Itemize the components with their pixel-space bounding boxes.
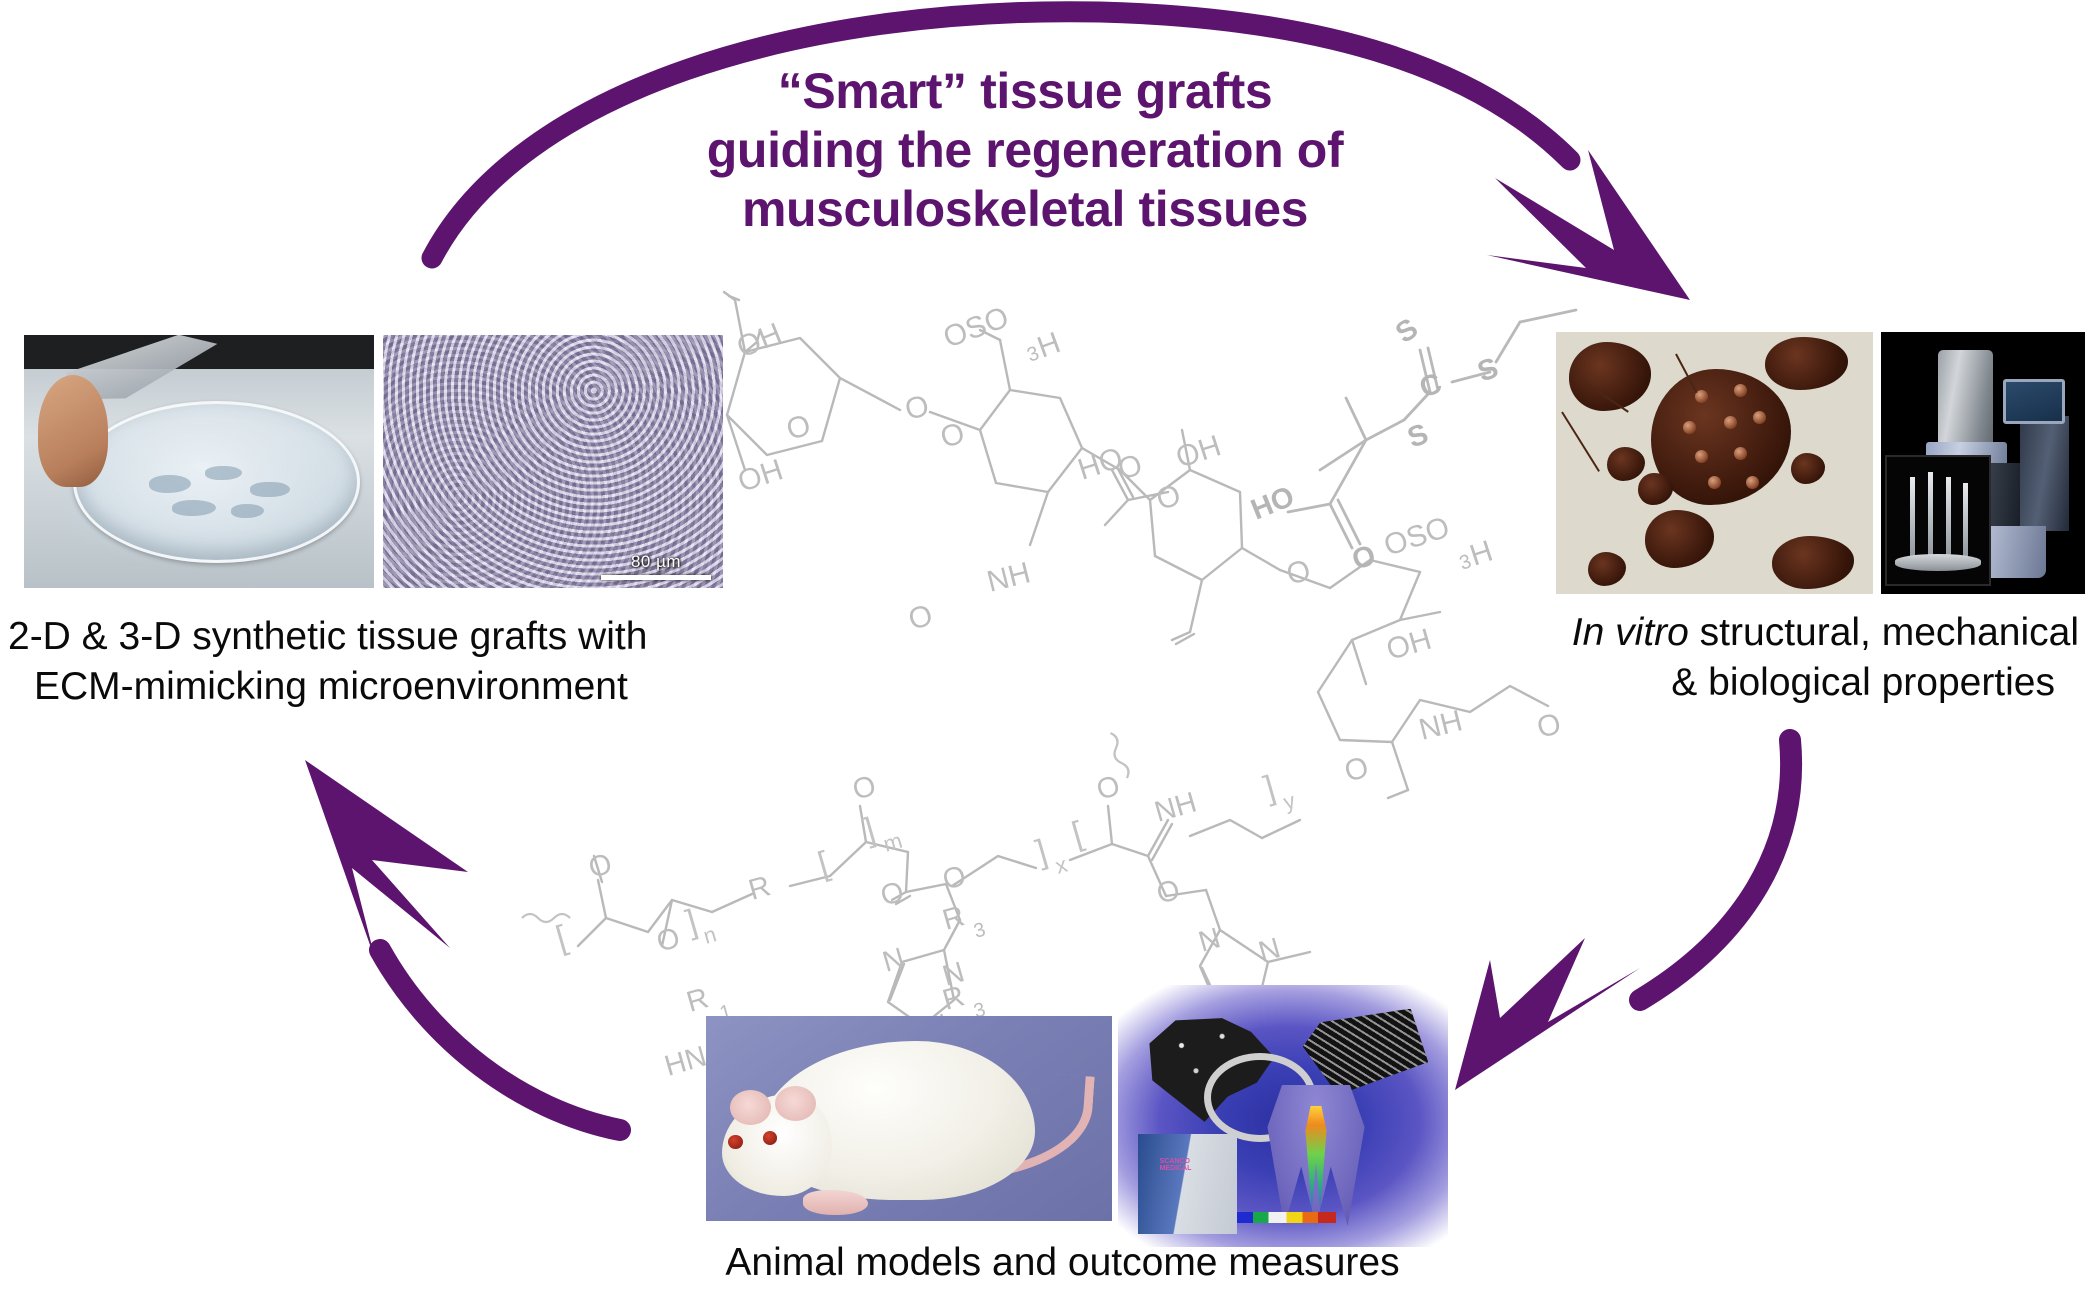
top-arc-arrow xyxy=(421,1,1690,300)
caption-invitro-line-1: In vitro structural, mechanical xyxy=(1319,608,2079,658)
caption-in-vitro: In vitro structural, mechanical & biolog… xyxy=(1319,608,2079,708)
right-arc-arrow xyxy=(1455,729,1803,1090)
rat-eye xyxy=(728,1134,743,1149)
cell-nucleus xyxy=(1695,449,1709,463)
page-title: “Smart” tissue grafts guiding the regene… xyxy=(560,62,1490,239)
caption-tissue-grafts: 2-D & 3-D synthetic tissue grafts with E… xyxy=(8,612,748,712)
rat-paw xyxy=(803,1190,869,1215)
graft-piece xyxy=(250,481,290,498)
rat-eye xyxy=(762,1130,778,1145)
left-arc-arrow xyxy=(305,760,631,1141)
scale-bar: 80 µm xyxy=(601,552,711,580)
rat-ear xyxy=(730,1089,771,1125)
scale-bar-line xyxy=(601,575,711,580)
fixture-rod xyxy=(1946,477,1952,559)
rheometer-display xyxy=(2003,379,2065,424)
petri-dish-photo xyxy=(24,335,374,588)
wrinkled-surface-micrograph: 80 µm xyxy=(383,335,723,588)
graft-piece xyxy=(205,466,242,481)
caption-animal-models: Animal models and outcome measures xyxy=(0,1238,2085,1288)
caption-invitro-rest: structural, mechanical xyxy=(1688,611,2079,654)
hand xyxy=(38,375,108,487)
caption-invitro-line-2: & biological properties xyxy=(1671,660,2055,704)
cell-nucleus xyxy=(1682,421,1696,435)
sample-fixture-inset xyxy=(1885,455,1992,587)
cell-aggregate xyxy=(1638,473,1674,505)
cell-nucleus xyxy=(1733,384,1747,398)
wrinkle-texture xyxy=(383,335,723,588)
cell-aggregate xyxy=(1771,536,1854,589)
caption-animal-line-1: Animal models and outcome measures xyxy=(725,1241,1400,1284)
fixture-rod xyxy=(1909,477,1915,559)
scale-bar-label: 80 µm xyxy=(630,552,682,571)
fea-stress-overlay xyxy=(1305,1105,1327,1211)
cell-nucleus xyxy=(1708,476,1722,490)
cell-nucleus xyxy=(1695,389,1709,403)
fixture-rod xyxy=(1927,472,1933,559)
fixture-plate xyxy=(1895,553,1981,572)
rheometer-photo xyxy=(1881,332,2085,594)
laboratory-rat-photo xyxy=(706,1016,1112,1221)
caption-invitro-italic: In vitro xyxy=(1571,611,1689,654)
petri-dish-shape xyxy=(73,400,360,563)
cell-nucleus xyxy=(1733,447,1747,461)
cell-aggregate xyxy=(1644,510,1715,568)
caption-grafts-line-2: ECM-mimicking microenvironment xyxy=(34,664,628,708)
cell-nucleus xyxy=(1752,410,1766,424)
fea-color-scale xyxy=(1236,1211,1336,1224)
cell-aggregate xyxy=(1790,452,1826,484)
caption-grafts-line-1: 2-D & 3-D synthetic tissue grafts with xyxy=(8,615,648,658)
rheometer-tower xyxy=(2019,415,2069,532)
title-line-1: “Smart” tissue grafts xyxy=(777,63,1273,119)
graft-piece xyxy=(171,500,217,516)
cell-nucleus xyxy=(1724,415,1737,429)
fixture-rod xyxy=(1962,482,1968,559)
graft-piece xyxy=(230,503,265,518)
cell-aggregate xyxy=(1765,337,1848,390)
graft-piece xyxy=(149,475,192,493)
stained-cell-cluster-micrograph xyxy=(1556,332,1873,594)
rat-ear xyxy=(775,1085,816,1121)
cell-nucleus xyxy=(1746,476,1760,490)
title-line-3: musculoskeletal tissues xyxy=(741,181,1309,237)
title-line-2: guiding the regeneration of xyxy=(706,122,1344,178)
cell-aggregate xyxy=(1606,447,1645,482)
cell-aggregate xyxy=(1587,552,1626,587)
